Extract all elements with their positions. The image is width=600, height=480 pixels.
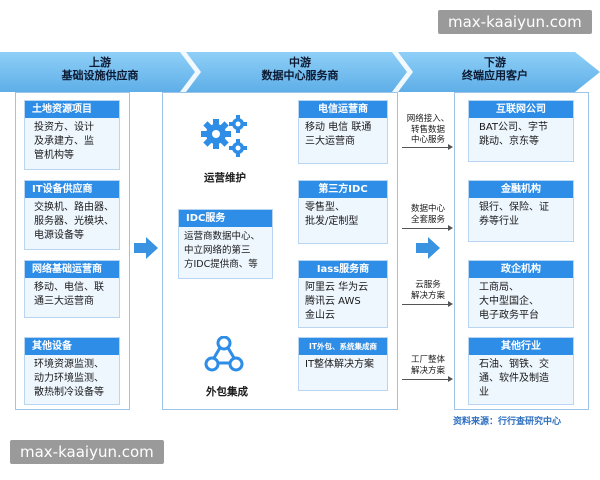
card-body: 投资方、设计 及承建方、监 管机构等 xyxy=(34,122,94,161)
card-title: 土地资源项目 xyxy=(25,101,119,118)
card-body: 移动、电信、联 通三大运营商 xyxy=(34,282,104,307)
card-title: IDC服务 xyxy=(179,210,272,227)
upstream-card-land: 土地资源项目 投资方、设计 及承建方、监 管机构等 xyxy=(24,100,120,170)
connector-label: 数据中心 全套服务 xyxy=(410,204,445,225)
card-body: 环境资源监测、 动力环境监测、 散热制冷设备等 xyxy=(34,359,104,398)
arrow-right-icon xyxy=(448,225,453,231)
card-title: 其他行业 xyxy=(469,338,573,355)
arrow-right-icon xyxy=(448,301,453,307)
gears-icon xyxy=(201,115,247,157)
card-body: 零售型、 批发/定制型 xyxy=(305,202,359,227)
mid-card-telecom: 电信运营商 移动 电信 联通 三大运营商 xyxy=(298,100,388,164)
downstream-card-finance: 金融机构 银行、保险、证 券等行业 xyxy=(468,180,574,242)
connector-line xyxy=(402,379,448,380)
card-body: 银行、保险、证 券等行业 xyxy=(479,202,549,227)
card-title: 第三方IDC xyxy=(299,181,387,198)
network-integration-icon xyxy=(204,336,244,372)
card-body: 移动 电信 联通 三大运营商 xyxy=(305,122,372,147)
connector-label: 工厂整体 解决方案 xyxy=(410,355,445,376)
card-title: IT外包、系统集成商 xyxy=(299,338,387,355)
card-title: 政企机构 xyxy=(469,261,573,278)
mid-card-outsource: IT外包、系统集成商 IT整体解决方案 xyxy=(298,337,388,391)
card-body: 工商局、 大中型国企、 电子政务平台 xyxy=(479,282,539,321)
arrow-right-icon xyxy=(448,376,453,382)
header-midstream: 中游 数据中心服务商 xyxy=(261,56,339,82)
mid-card-iaas: Iass服务商 阿里云 华为云 腾讯云 AWS 金山云 xyxy=(298,260,388,328)
card-title: 其他设备 xyxy=(25,338,119,355)
mid-card-third-idc: 第三方IDC 零售型、 批发/定制型 xyxy=(298,180,388,244)
upstream-card-network: 网络基础运营商 移动、电信、联 通三大运营商 xyxy=(24,260,120,318)
flow-arrow-icon xyxy=(134,237,158,259)
header-arrow-band xyxy=(0,52,600,92)
downstream-card-internet: 互联网公司 BAT公司、字节 跳动、京东等 xyxy=(468,100,574,162)
header-upstream: 上游 基础设施供应商 xyxy=(61,56,139,82)
card-body: IT整体解决方案 xyxy=(305,359,375,370)
ops-label: 运营维护 xyxy=(204,172,246,184)
card-title: IT设备供应商 xyxy=(25,181,119,198)
watermark-top: max-kaaiyun.com xyxy=(438,10,592,34)
downstream-card-other: 其他行业 石油、钢铁、交 通、软件及制造 业 xyxy=(468,337,574,405)
card-title: 金融机构 xyxy=(469,181,573,198)
card-body: 运营商数据中心、 中立网络的第三 方IDC提供商、等 xyxy=(184,231,261,270)
connector-line xyxy=(402,147,448,148)
arrow-right-icon xyxy=(448,144,453,150)
card-title: 电信运营商 xyxy=(299,101,387,118)
upstream-card-it: IT设备供应商 交换机、路由器、 服务器、光模块、 电源设备等 xyxy=(24,180,120,250)
card-title: 网络基础运营商 xyxy=(25,261,119,278)
downstream-card-gov: 政企机构 工商局、 大中型国企、 电子政务平台 xyxy=(468,260,574,328)
watermark-bottom: max-kaaiyun.com xyxy=(10,440,164,464)
card-title: 互联网公司 xyxy=(469,101,573,118)
flow-arrow-icon xyxy=(416,237,440,259)
idc-service-card: IDC服务 运营商数据中心、 中立网络的第三 方IDC提供商、等 xyxy=(178,209,273,279)
card-body: 阿里云 华为云 腾讯云 AWS 金山云 xyxy=(305,282,369,321)
header-downstream: 下游 终端应用客户 xyxy=(462,56,528,82)
card-body: 石油、钢铁、交 通、软件及制造 业 xyxy=(479,359,549,398)
source-note: 资料来源：行行查研究中心 xyxy=(453,417,562,427)
connector-line xyxy=(402,228,448,229)
connector-line xyxy=(402,304,448,305)
card-body: 交换机、路由器、 服务器、光模块、 电源设备等 xyxy=(34,202,114,241)
card-body: BAT公司、字节 跳动、京东等 xyxy=(479,122,549,147)
connector-label: 网络接入、 转售数据 中心服务 xyxy=(406,114,450,145)
outsource-label: 外包集成 xyxy=(206,386,248,398)
card-title: Iass服务商 xyxy=(299,261,387,278)
upstream-card-other: 其他设备 环境资源监测、 动力环境监测、 散热制冷设备等 xyxy=(24,337,120,405)
connector-label: 云服务 解决方案 xyxy=(410,280,445,301)
